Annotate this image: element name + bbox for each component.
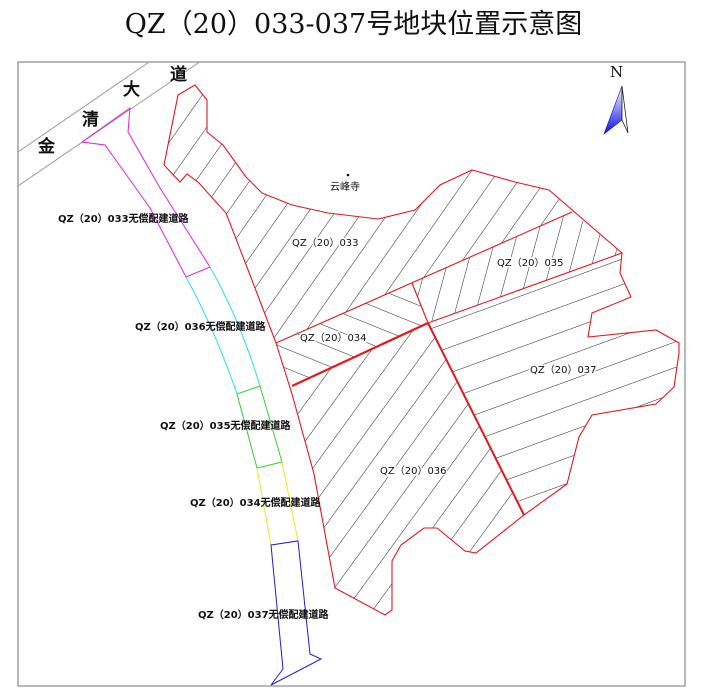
parcel-boundary xyxy=(163,84,680,616)
north-arrow-icon xyxy=(603,85,629,135)
boundary-036-037-line xyxy=(411,282,429,324)
parcel-037 xyxy=(428,253,679,515)
road-name-char: 道 xyxy=(170,64,187,85)
map-frame xyxy=(17,61,686,687)
boundary-034-036-line xyxy=(291,322,429,387)
parcel-label-036: QZ（20）036 xyxy=(380,465,447,477)
parcel-034 xyxy=(276,283,428,385)
parcel-label-035: QZ（20）035 xyxy=(497,257,564,269)
map-title: QZ（20）033-037号地块位置示意图 xyxy=(124,9,583,40)
road-label-037: QZ（20）037无偿配建道路 xyxy=(198,608,330,621)
landmark-dot xyxy=(346,173,350,177)
parcel-label-034: QZ（20）034 xyxy=(300,332,367,344)
road-name-char: 清 xyxy=(82,109,99,130)
road-label-036: QZ（20）036无偿配建道路 xyxy=(135,320,267,333)
parcel-label-033: QZ（20）033 xyxy=(292,237,359,249)
road-name-char: 金 xyxy=(37,136,56,157)
parcel-033 xyxy=(164,85,572,343)
road-name-char: 大 xyxy=(123,79,140,100)
road-segment-035 xyxy=(236,385,283,469)
road-segment-037 xyxy=(270,540,323,686)
parcel-035 xyxy=(412,212,622,323)
road-label-034: QZ（20）034无偿配建道路 xyxy=(190,496,322,509)
road-segment-036 xyxy=(185,266,261,395)
boundary-036-037-line xyxy=(427,322,525,516)
road-label-035: QZ（20）035无偿配建道路 xyxy=(160,419,292,432)
boundary-033-line xyxy=(275,211,573,344)
road-label-033: QZ（20）033无偿配建道路 xyxy=(58,212,190,225)
north-label: N xyxy=(610,63,623,81)
landmark-label: 云峰寺 xyxy=(330,181,360,193)
parcel-label-037: QZ（20）037 xyxy=(530,364,597,376)
main-road xyxy=(18,62,201,187)
boundary-035-line xyxy=(427,252,623,324)
parcel-036 xyxy=(292,323,524,615)
